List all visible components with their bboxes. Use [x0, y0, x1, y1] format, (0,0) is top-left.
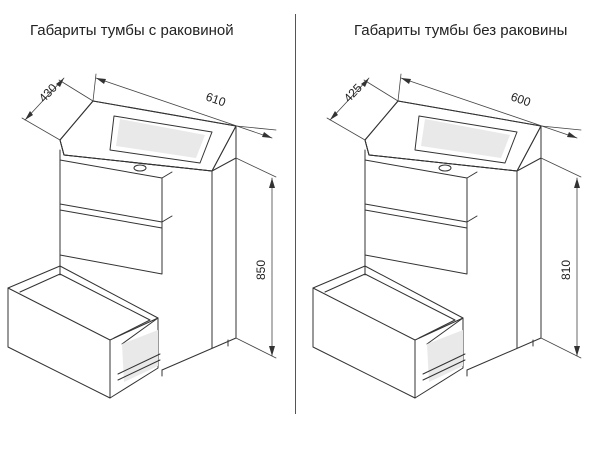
panel-divider: [295, 14, 296, 414]
width-label: 610: [204, 90, 228, 110]
width-label: 600: [509, 90, 533, 110]
width-dimension: 610: [92, 73, 277, 139]
height-dimension: 810: [540, 157, 582, 359]
height-label: 850: [254, 260, 268, 280]
cabinet-body: [312, 100, 542, 399]
left-panel-title: Габариты тумбы с раковиной: [30, 22, 234, 39]
height-dimension: 850: [235, 157, 277, 359]
height-label: 810: [559, 260, 573, 280]
width-dimension: 600: [397, 73, 582, 139]
left-cabinet-drawing: 430 610 850: [7, 73, 277, 399]
right-panel-title: Габариты тумбы без раковины: [354, 22, 568, 39]
cabinet-body: [7, 100, 237, 399]
right-cabinet-drawing: 425 600 810: [312, 73, 582, 399]
